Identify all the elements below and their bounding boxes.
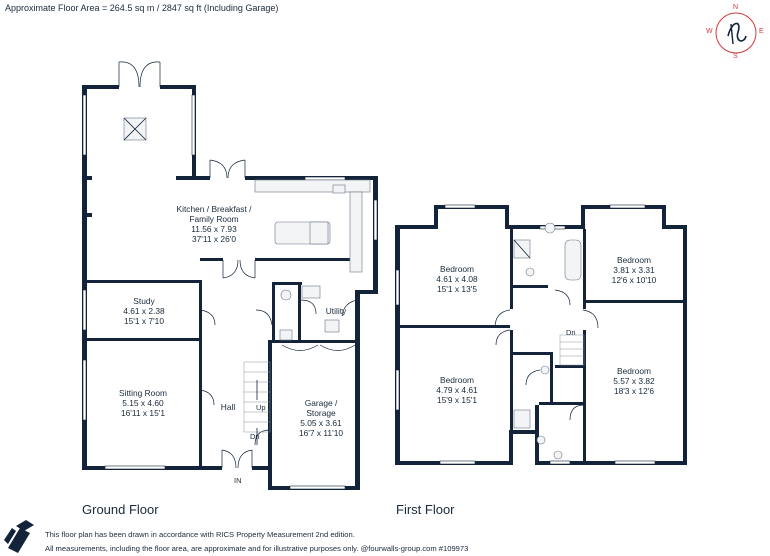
floor-area-header: Approximate Floor Area = 264.5 sq m / 28… — [5, 3, 279, 13]
room-size-metric: 4.79 x 4.61 — [436, 385, 478, 395]
first-floor-stairs — [559, 334, 585, 366]
room-name: Garage / — [304, 398, 338, 408]
room-utility: Utility — [326, 306, 346, 316]
room-name: Study — [133, 296, 155, 306]
room-bedroom-2: Bedroom 3.81 x 3.31 12'6 x 10'10 — [612, 255, 657, 285]
stair-down-label: Dn — [250, 432, 260, 441]
room-size-metric: 5.57 x 3.82 — [613, 376, 655, 386]
room-name: Bedroom — [440, 375, 474, 385]
room-size-imperial: 12'6 x 10'10 — [611, 275, 657, 285]
room-size-metric: 5.15 x 4.60 — [122, 398, 164, 408]
room-size-imperial: 16'11 x 15'1 — [120, 408, 166, 418]
room-size-metric: 11.56 x 7.93 — [191, 224, 237, 234]
room-bedroom-4: Bedroom 5.57 x 3.82 18'3 x 12'6 — [613, 366, 654, 396]
ground-floor-doors — [118, 61, 359, 469]
room-name: Bedroom — [617, 255, 651, 265]
ground-floor-title: Ground Floor — [82, 502, 159, 517]
room-size-imperial: 16'7 x 11'10 — [298, 428, 344, 438]
room-name: Bedroom — [440, 264, 474, 274]
ground-floor-stairs — [243, 361, 271, 445]
room-hall: Hall — [221, 402, 235, 412]
stair-up-label: Up — [256, 403, 266, 412]
first-floor-title: First Floor — [396, 502, 455, 517]
room-name: Storage — [306, 408, 336, 418]
room-bedroom-3: Bedroom 4.79 x 4.61 15'9 x 15'1 — [436, 375, 477, 405]
first-floor-fixtures — [513, 222, 582, 460]
room-size-metric: 4.61 x 4.08 — [436, 274, 478, 284]
footer-disclaimer-line2: All measurements, including the floor ar… — [45, 544, 469, 553]
room-size-imperial: 15'1 x 7'10 — [123, 316, 164, 326]
room-garage: Garage / Storage 5.05 x 3.61 16'7 x 11'1… — [299, 398, 343, 438]
room-name: Family Room — [189, 214, 239, 224]
entrance-label: IN — [234, 476, 242, 485]
first-floor-doors — [494, 289, 599, 421]
compass-s: S — [733, 53, 738, 60]
room-bedroom-1: Bedroom 4.61 x 4.08 15'1 x 13'5 — [436, 264, 477, 294]
compass-n: N — [733, 4, 739, 11]
room-size-metric: 5.05 x 3.61 — [300, 418, 342, 428]
first-floor-walls — [395, 205, 687, 465]
compass-w: W — [706, 28, 713, 35]
room-name: Sitting Room — [119, 388, 167, 398]
room-name: Bedroom — [617, 366, 651, 376]
room-size-imperial: 18'3 x 12'6 — [613, 386, 654, 396]
room-sitting: Sitting Room 5.15 x 4.60 16'11 x 15'1 — [119, 388, 167, 418]
room-study: Study 4.61 x 2.38 15'1 x 7'10 — [123, 296, 164, 326]
stair-down-label: Dn — [566, 328, 576, 337]
room-name: Kitchen / Breakfast / — [176, 204, 252, 214]
room-size-imperial: 15'1 x 13'5 — [436, 284, 477, 294]
ground-floor-fixtures — [123, 117, 371, 341]
footer-disclaimer-line1: This floor plan has been drawn in accord… — [45, 530, 355, 539]
room-size-metric: 4.61 x 2.38 — [123, 306, 165, 316]
ground-floor-windows — [82, 94, 378, 490]
room-size-metric: 3.81 x 3.31 — [613, 265, 655, 275]
room-kitchen: Kitchen / Breakfast / Family Room 11.56 … — [177, 204, 252, 244]
compass-e: E — [759, 28, 764, 35]
room-size-imperial: 15'9 x 15'1 — [436, 395, 477, 405]
room-name: Hall — [220, 402, 236, 412]
room-size-imperial: 37'11 x 26'0 — [191, 234, 237, 244]
room-name: Utility — [325, 306, 347, 316]
